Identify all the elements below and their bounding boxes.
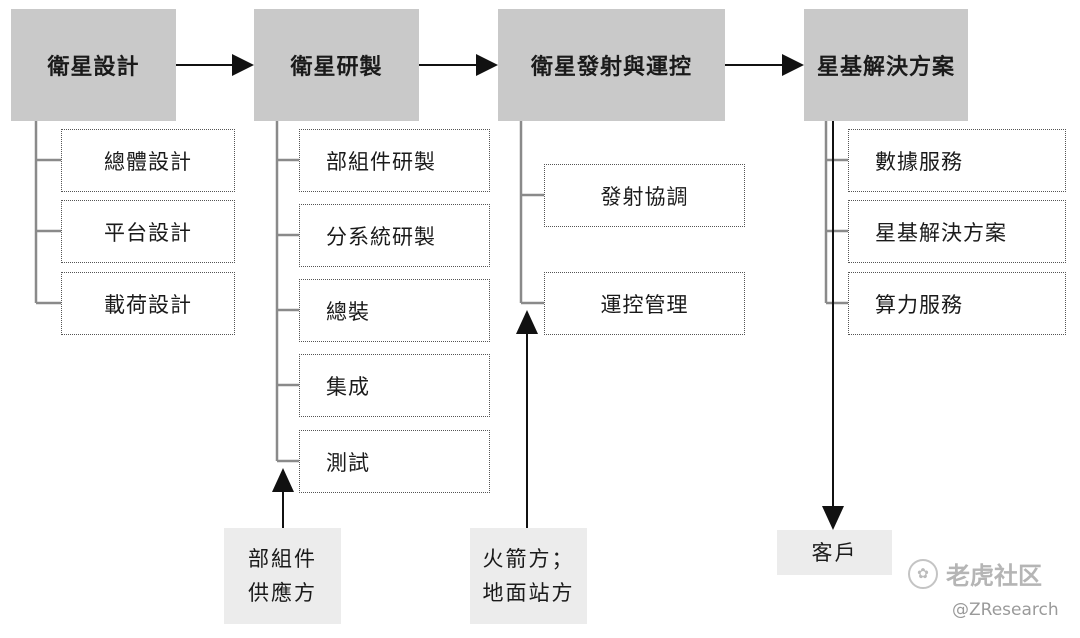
io-arrows <box>272 121 844 530</box>
stage-title: 衛星研製 <box>290 55 383 80</box>
customer-box: 客戶 <box>777 530 892 575</box>
item-label: 數據服務 <box>875 149 963 174</box>
stage-title: 衛星設計 <box>47 55 140 80</box>
item-label: 總體設計 <box>104 149 192 174</box>
solutions-item-space-solutions: 星基解決方案 <box>848 200 1066 263</box>
tiger-logo-icon: ✿ <box>908 558 938 589</box>
item-label: 集成 <box>326 374 370 399</box>
item-label: 分系統研製 <box>326 224 436 249</box>
launch-ground-box: 火箭方； 地面站方 <box>470 528 587 624</box>
tree-connectors <box>34 121 848 463</box>
design-item-overall: 總體設計 <box>61 129 235 192</box>
launch-ground-line-1: 火箭方； <box>482 547 575 571</box>
supplier-line-1: 部組件 <box>248 547 317 571</box>
stage-satellite-design: 衛星設計 <box>11 9 176 121</box>
customer-label: 客戶 <box>811 540 858 565</box>
item-label: 測試 <box>326 450 370 475</box>
launch-item-coordination: 發射協調 <box>544 164 745 227</box>
solutions-item-data: 數據服務 <box>848 129 1066 192</box>
item-label: 運控管理 <box>600 292 689 317</box>
manufacture-item-assembly: 總裝 <box>299 279 490 342</box>
item-label: 部組件研製 <box>326 149 436 174</box>
stage-space-solutions: 星基解決方案 <box>804 9 968 121</box>
launch-item-operations-management: 運控管理 <box>544 272 745 335</box>
watermark-handle: @ZResearch <box>952 600 1059 620</box>
launch-ground-line-2: 地面站方 <box>482 581 575 605</box>
stage-title: 星基解決方案 <box>816 55 955 80</box>
components-supplier-box: 部組件 供應方 <box>224 528 341 624</box>
flow-arrows <box>176 54 804 76</box>
manufacture-item-subsystems: 分系統研製 <box>299 204 490 267</box>
item-label: 星基解決方案 <box>875 220 1007 245</box>
item-label: 總裝 <box>326 299 370 324</box>
watermark-brand: 老虎社区 <box>946 562 1042 590</box>
stage-launch-operations: 衛星發射與運控 <box>498 9 725 121</box>
manufacture-item-integration: 集成 <box>299 354 490 417</box>
item-label: 平台設計 <box>104 220 192 245</box>
stage-satellite-manufacture: 衛星研製 <box>254 9 419 121</box>
item-label: 載荷設計 <box>104 292 192 317</box>
design-item-payload: 載荷設計 <box>61 272 235 335</box>
item-label: 算力服務 <box>875 292 963 317</box>
watermark: ✿ 老虎社区 <box>908 556 1042 591</box>
solutions-item-computing: 算力服務 <box>848 272 1066 335</box>
stage-title: 衛星發射與運控 <box>530 55 692 80</box>
design-item-platform: 平台設計 <box>61 200 235 263</box>
manufacture-item-testing: 測試 <box>299 430 490 493</box>
supplier-line-2: 供應方 <box>248 581 317 605</box>
manufacture-item-components: 部組件研製 <box>299 129 490 192</box>
item-label: 發射協調 <box>600 184 689 209</box>
